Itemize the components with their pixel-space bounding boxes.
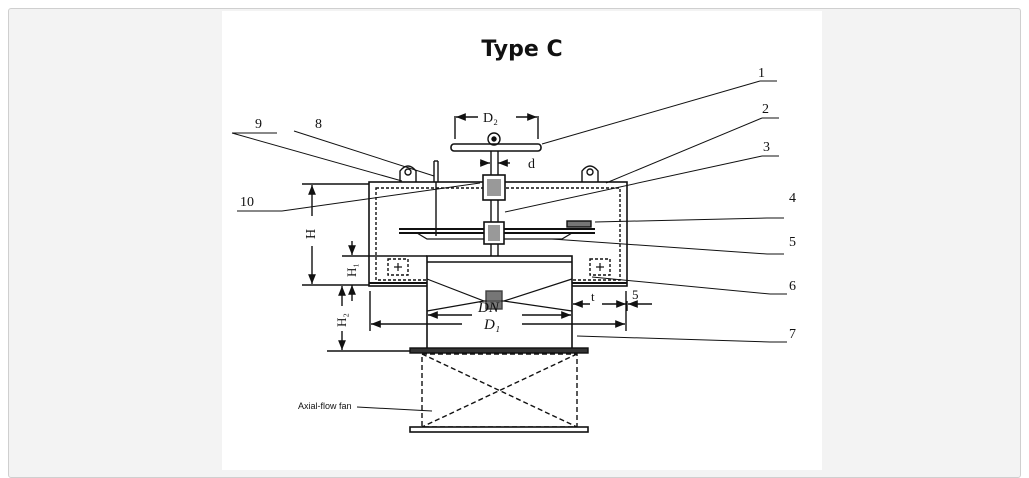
dim-label-h: H xyxy=(304,229,319,239)
part-label-2: 2 xyxy=(762,102,769,117)
dim-label-5: 5 xyxy=(632,287,639,302)
mounting-flange xyxy=(409,347,589,354)
valve-drawing: 1 2 3 4 5 6 7 8 9 10 D₂ d H H₁ H₂ DN D₁ … xyxy=(231,66,796,433)
leader-7 xyxy=(576,335,771,343)
leader-10 xyxy=(281,182,481,212)
leader-2 xyxy=(605,117,763,184)
leader-6 xyxy=(591,276,771,295)
lifting-lug-right xyxy=(581,165,599,182)
fan-base-flange xyxy=(409,426,589,433)
leader-4 xyxy=(594,217,768,223)
dim-label-d2: D₂ xyxy=(483,111,498,126)
fan-label: Axial-flow fan xyxy=(298,401,352,411)
part-label-10: 10 xyxy=(240,195,254,210)
leader-9 xyxy=(231,132,403,182)
drain-box-left xyxy=(387,258,409,276)
lifting-lug-left xyxy=(399,165,417,182)
part-label-7: 7 xyxy=(789,327,796,342)
part-label-9: 9 xyxy=(255,117,262,132)
dim-label-t: t xyxy=(591,289,595,304)
leader-5 xyxy=(551,238,768,255)
handwheel-knob xyxy=(487,132,501,146)
inlet-pipe xyxy=(426,255,573,350)
dim-label-h2: H₂ xyxy=(334,313,349,327)
drawing-area: Type C xyxy=(222,11,822,470)
leader-3 xyxy=(504,155,763,213)
dim-label-h1: H₁ xyxy=(344,263,359,277)
part-label-4: 4 xyxy=(789,191,796,206)
part-label-8: 8 xyxy=(315,117,322,132)
part-label-6: 6 xyxy=(789,279,796,294)
part-label-3: 3 xyxy=(763,140,770,155)
part-label-5: 5 xyxy=(789,235,796,250)
leader-8 xyxy=(293,130,435,177)
leader-fan xyxy=(356,406,433,412)
drain-box-right xyxy=(589,258,611,276)
part-label-1: 1 xyxy=(758,66,765,81)
dim-label-dn: DN xyxy=(477,300,500,316)
dim-label-d: d xyxy=(528,157,535,172)
leader-1 xyxy=(541,80,761,145)
drawing-title: Type C xyxy=(481,37,563,62)
dim-label-d1: D₁ xyxy=(483,317,500,333)
